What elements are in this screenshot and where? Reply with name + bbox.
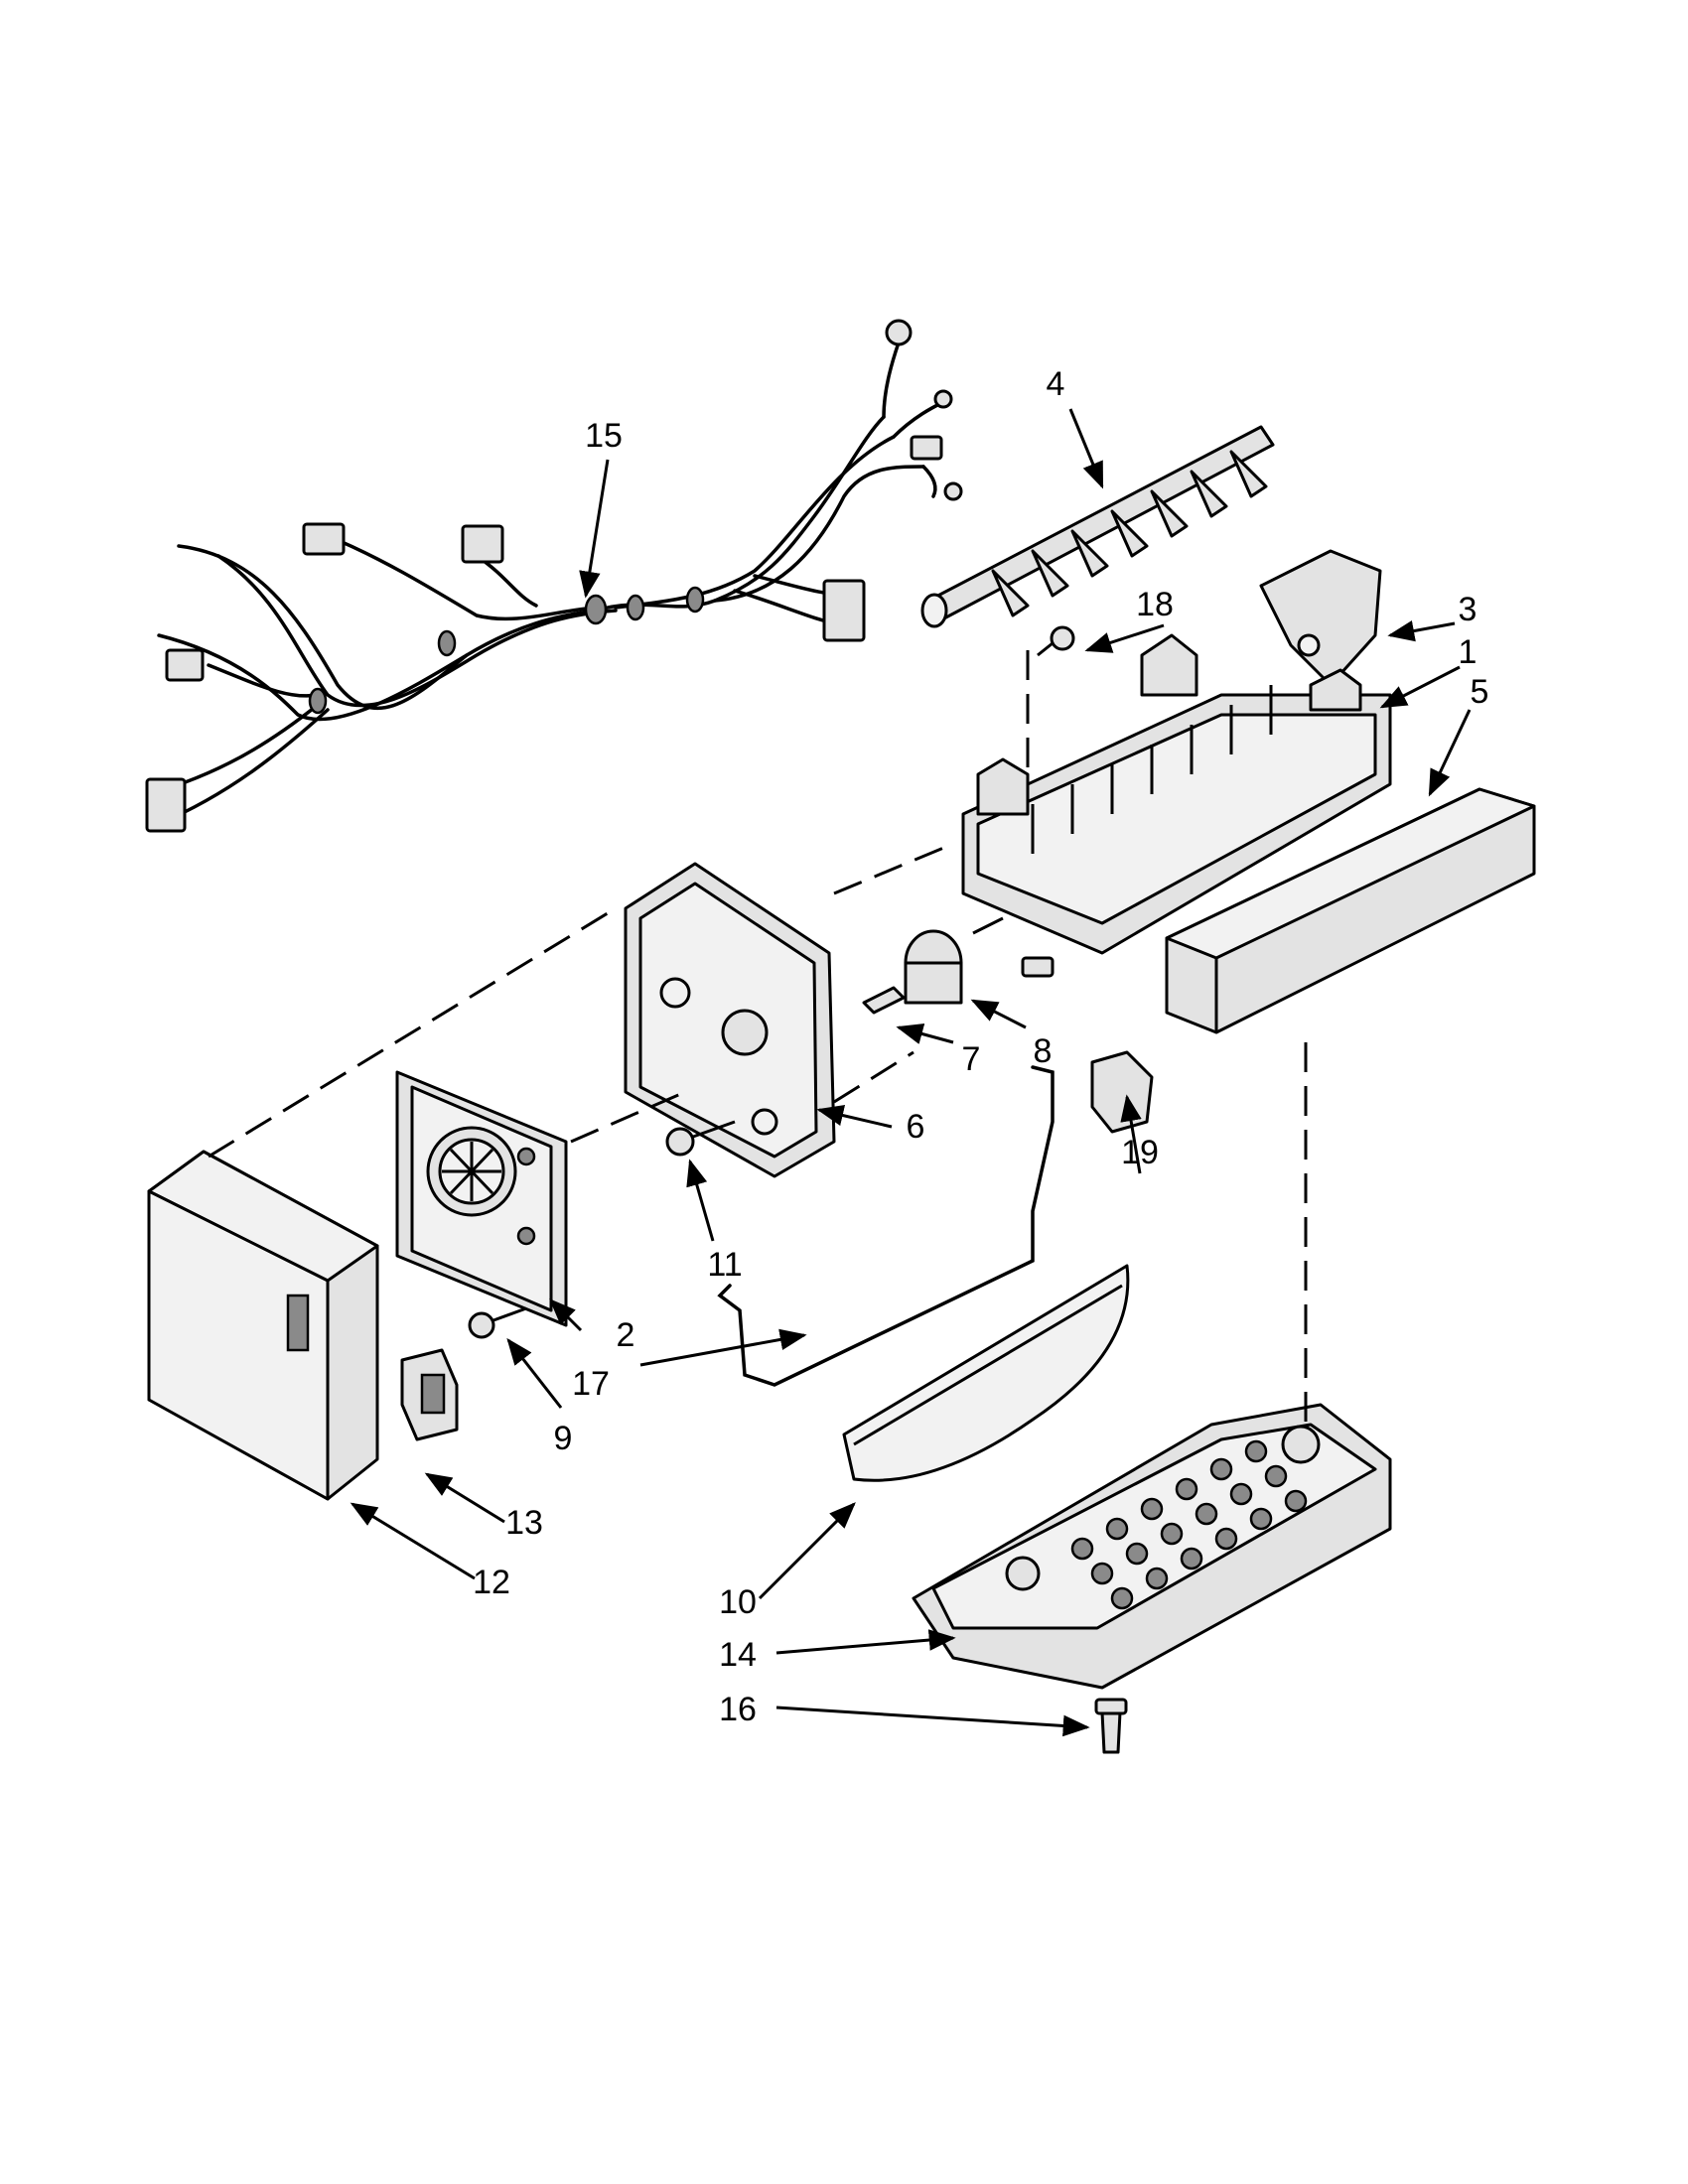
screw-11 bbox=[665, 1120, 736, 1157]
callout-12: 12 bbox=[473, 1564, 510, 1601]
callout-4: 4 bbox=[1047, 365, 1065, 403]
ice-guard-paddle bbox=[842, 1264, 1130, 1482]
callout-18: 18 bbox=[1136, 586, 1174, 623]
screw-16 bbox=[1094, 1698, 1128, 1754]
callout-6: 6 bbox=[907, 1108, 925, 1146]
callout-17: 17 bbox=[572, 1365, 610, 1403]
assembly-lines bbox=[208, 650, 1308, 1430]
base-pegs bbox=[1070, 1439, 1308, 1610]
ice-stripper bbox=[1165, 787, 1536, 1034]
callout-14: 14 bbox=[719, 1636, 757, 1674]
module-housing bbox=[624, 862, 836, 1178]
callout-1: 1 bbox=[1459, 633, 1477, 671]
clip bbox=[1090, 1050, 1154, 1134]
screw-18 bbox=[1037, 625, 1075, 657]
callout-7: 7 bbox=[962, 1040, 981, 1078]
ejector-shaft bbox=[920, 425, 1275, 628]
callout-2: 2 bbox=[617, 1316, 635, 1354]
callout-8: 8 bbox=[1034, 1032, 1053, 1070]
callout-labels: 15 4 18 3 1 5 6 7 8 19 11 2 17 9 13 12 1… bbox=[473, 365, 1488, 1728]
leader-lines bbox=[350, 408, 1472, 1737]
ice-maker-base bbox=[912, 1403, 1392, 1690]
control-module-plate bbox=[395, 1070, 568, 1327]
thermostat bbox=[904, 916, 1004, 1005]
callout-10: 10 bbox=[719, 1583, 757, 1621]
wire-harness bbox=[145, 319, 963, 833]
callout-11: 11 bbox=[707, 1246, 742, 1284]
callout-5: 5 bbox=[1471, 673, 1489, 711]
screw-9 bbox=[468, 1306, 527, 1339]
shut-off-arm-cover bbox=[1259, 549, 1382, 687]
front-cover bbox=[147, 1150, 379, 1501]
callout-13: 13 bbox=[505, 1504, 543, 1542]
callout-16: 16 bbox=[719, 1691, 757, 1728]
callout-9: 9 bbox=[554, 1420, 573, 1457]
callout-3: 3 bbox=[1459, 591, 1477, 628]
on-off-switch bbox=[400, 1348, 459, 1441]
heater-terminal bbox=[862, 956, 1055, 1015]
shut-off-arm bbox=[717, 1065, 1055, 1387]
callout-15: 15 bbox=[585, 417, 623, 455]
callout-19: 19 bbox=[1121, 1134, 1159, 1171]
